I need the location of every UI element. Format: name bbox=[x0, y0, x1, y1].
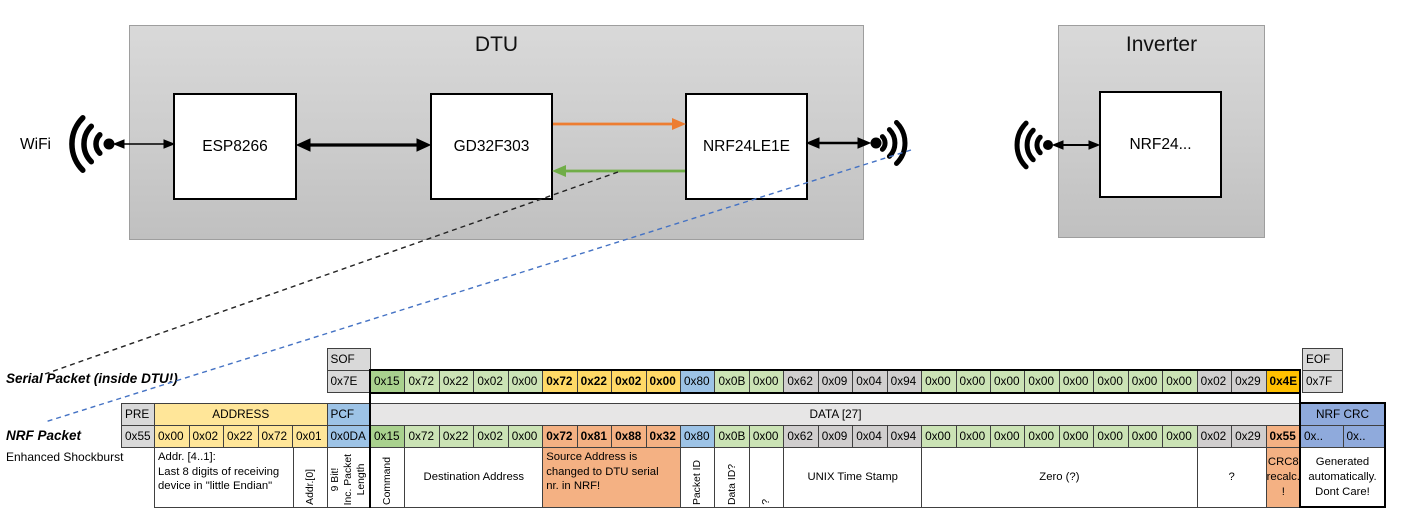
annotation-cell: Packet ID bbox=[680, 447, 716, 508]
nrf-byte-cell: 0x00 bbox=[921, 425, 957, 448]
nrf-byte-cell: 0x00 bbox=[1058, 425, 1095, 448]
serial-packet-label: Serial Packet (inside DTU!) bbox=[6, 371, 178, 386]
nrf-byte-cell: 0x00 bbox=[1093, 425, 1129, 448]
annotation-vertical-text: 9 Bit! Inc. Packet Length bbox=[330, 453, 368, 505]
annotation-cell: 9 Bit! Inc. Packet Length bbox=[326, 447, 371, 508]
enhanced-shockburst-label: Enhanced Shockburst bbox=[6, 450, 124, 464]
serial-data-block-outline bbox=[368, 368, 1302, 394]
annotation-cell: ? bbox=[748, 447, 785, 508]
nrf-address-byte-cell: 0x02 bbox=[188, 425, 224, 448]
nrf-byte-cell: 0x00 bbox=[748, 425, 785, 448]
wifi-label: WiFi bbox=[20, 136, 51, 153]
annotation-vertical-text: Data ID? bbox=[726, 463, 738, 505]
nrf-byte-cell: 0x00 bbox=[1024, 425, 1060, 448]
serial-eof-header: EOF bbox=[1302, 348, 1343, 371]
annotation-vertical-text: Command bbox=[382, 457, 394, 505]
annotation-cell: UNIX Time Stamp bbox=[783, 447, 923, 508]
gd32f303-box: GD32F303 bbox=[430, 93, 553, 200]
nrf24le1e-label: NRF24LE1E bbox=[702, 137, 790, 155]
nrf-byte-cell: 0x32 bbox=[645, 425, 681, 448]
nrf-pcf-header: PCF bbox=[326, 403, 371, 426]
serial-byte-cell: 0x00 bbox=[1058, 370, 1095, 393]
esp8266-box: ESP8266 bbox=[173, 93, 297, 200]
gd32f303-label: GD32F303 bbox=[453, 137, 530, 155]
nrf-pre-value: 0x55 bbox=[121, 425, 155, 448]
annotation-cell: Destination Address bbox=[404, 447, 544, 508]
nrf-packet-label: NRF Packet bbox=[6, 428, 82, 443]
nrf-byte-cell: 0x0B bbox=[714, 425, 750, 448]
serial-sof-value: 0x7E bbox=[326, 370, 371, 393]
nrf-byte-cell: 0x00 bbox=[1162, 425, 1198, 448]
annotation-cell: Generated automatically. Dont Care! bbox=[1300, 447, 1385, 508]
nrf24le1e-box: NRF24LE1E bbox=[685, 93, 808, 200]
inverter-title: Inverter bbox=[1125, 33, 1198, 56]
wifi-icon-inverter bbox=[1014, 120, 1053, 170]
nrf-address-byte-cell: 0x22 bbox=[223, 425, 259, 448]
nrf-byte-cell: 0x00 bbox=[1127, 425, 1164, 448]
nrf-crc-block-outline bbox=[1298, 401, 1387, 508]
nrf-byte-cell: 0x02 bbox=[1196, 425, 1233, 448]
nrf-byte-cell: 0x29 bbox=[1231, 425, 1267, 448]
nrf-crc-byte-cell: 0x.. bbox=[1342, 425, 1386, 448]
nrf-byte-cell: 0x04 bbox=[852, 425, 888, 448]
nrf-data-header: DATA [27] bbox=[370, 403, 1301, 426]
nrf-address-byte-cell: 0x00 bbox=[154, 425, 190, 448]
nrf-byte-cell: 0x55 bbox=[1265, 425, 1301, 448]
inverter-container-box: Inverter bbox=[1058, 25, 1265, 238]
wifi-icon-dtu-right bbox=[870, 120, 908, 166]
nrf-byte-cell: 0x72 bbox=[542, 425, 578, 448]
inverter-nrf24-label: NRF24... bbox=[1129, 135, 1192, 153]
nrf-byte-cell: 0x02 bbox=[473, 425, 509, 448]
nrf-byte-cell: 0x09 bbox=[817, 425, 854, 448]
nrf-address-byte-cell: 0x01 bbox=[292, 425, 328, 448]
wifi-icon-left bbox=[69, 115, 115, 173]
annotation-cell: CRC8 recalc. ! bbox=[1265, 447, 1301, 508]
dtu-title: DTU bbox=[474, 33, 519, 56]
nrf-pre-header: PRE bbox=[121, 403, 155, 426]
nrf-byte-cell: 0x94 bbox=[886, 425, 923, 448]
annotation-cell: Addr. [4..1]: Last 8 digits of receiving… bbox=[154, 447, 294, 508]
annotation-cell: Command bbox=[370, 447, 406, 508]
nrf-byte-cell: 0x00 bbox=[507, 425, 544, 448]
data-left-boundary-line bbox=[368, 369, 372, 508]
nrf-address-header: ADDRESS bbox=[154, 403, 328, 426]
annotation-cell: Source Address is changed to DTU serial … bbox=[542, 447, 681, 508]
nrf-address-byte-cell: 0x72 bbox=[257, 425, 293, 448]
nrf-byte-cell: 0x15 bbox=[370, 425, 406, 448]
inverter-nrf24-box: NRF24... bbox=[1099, 91, 1222, 198]
annotation-cell: Data ID? bbox=[714, 447, 750, 508]
serial-eof-value: 0x7F bbox=[1302, 370, 1343, 393]
nrf-byte-cell: 0x81 bbox=[576, 425, 613, 448]
nrf-byte-cell: 0x72 bbox=[404, 425, 440, 448]
annotation-cell: ? bbox=[1196, 447, 1267, 508]
annotation-cell: Addr.[0] bbox=[292, 447, 328, 508]
esp8266-label: ESP8266 bbox=[202, 137, 268, 155]
nrf-byte-cell: 0x88 bbox=[611, 425, 647, 448]
nrf-byte-cell: 0x00 bbox=[955, 425, 991, 448]
nrf-byte-cell: 0x62 bbox=[783, 425, 819, 448]
nrf-byte-cell: 0x80 bbox=[679, 425, 716, 448]
annotation-vertical-text: Packet ID bbox=[692, 459, 704, 505]
annotation-cell: Zero (?) bbox=[921, 447, 1198, 508]
nrf-byte-cell: 0x00 bbox=[989, 425, 1026, 448]
annotation-vertical-text: Addr.[0] bbox=[304, 469, 316, 505]
nrf-byte-cell: 0x22 bbox=[438, 425, 475, 448]
nrf-pcf-value: 0x0DA bbox=[326, 425, 371, 448]
annotation-vertical-text: ? bbox=[761, 499, 773, 505]
serial-sof-header: SOF bbox=[326, 348, 371, 371]
